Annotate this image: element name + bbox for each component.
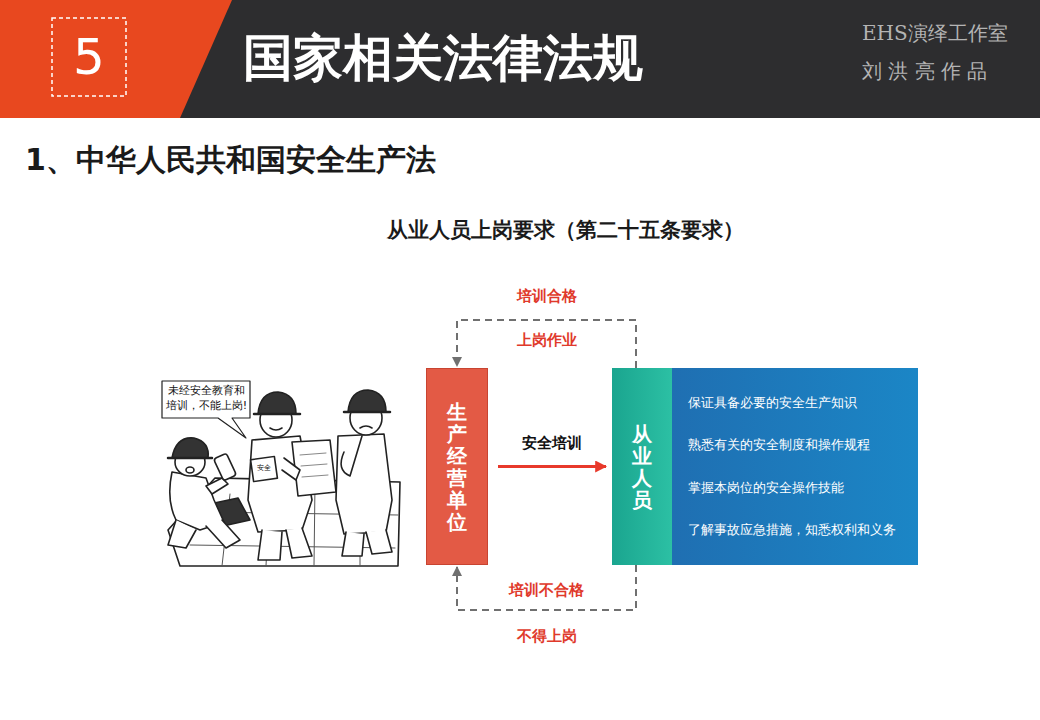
header-bar	[0, 0, 1040, 118]
slide-title: 国家相关法律法规	[243, 28, 643, 88]
connector-label: 培训不合格	[505, 580, 588, 600]
connector-label: 安全培训	[518, 433, 586, 453]
feedback-connector	[457, 320, 636, 368]
requirement-item: 熟悉有关的安全制度和操作规程	[688, 436, 870, 454]
requirement-item: 保证具备必要的安全生产知识	[688, 394, 857, 412]
requirement-box: 保证具备必要的安全生产知识熟悉有关的安全制度和操作规程掌握本岗位的安全操作技能了…	[672, 368, 918, 565]
figure-heading: 从业人员上岗要求（第二十五条要求）	[300, 216, 830, 244]
section-subtitle: 1、中华人民共和国安全生产法	[25, 140, 436, 181]
flow-note: 上岗作业	[497, 331, 597, 350]
connector-label: 培训合格	[513, 286, 581, 306]
speech-bubble-text: 未经安全教育和培训，不能上岗!	[164, 383, 249, 414]
armband-text: 安全	[257, 463, 271, 473]
worker-box: 从业人员	[612, 368, 672, 565]
box-label: 生产经营单位	[447, 401, 467, 533]
requirement-item: 掌握本岗位的安全操作技能	[688, 479, 844, 497]
studio-credit: EHS演绎工作室	[862, 20, 1008, 47]
requirement-item: 了解事故应急措施，知悉权利和义务	[688, 521, 896, 539]
training-arrow	[498, 465, 606, 468]
worker-cartoon	[162, 381, 400, 566]
flow-note: 不得上岗	[497, 627, 597, 646]
author-credit: 刘 洪 亮 作 品	[862, 58, 987, 85]
box-label: 从业人员	[632, 423, 652, 511]
feedback-connector	[457, 565, 636, 610]
unit-box: 生产经营单位	[426, 368, 488, 565]
header-accent	[0, 0, 232, 118]
number-frame	[52, 18, 126, 96]
section-number: 5	[52, 18, 126, 96]
